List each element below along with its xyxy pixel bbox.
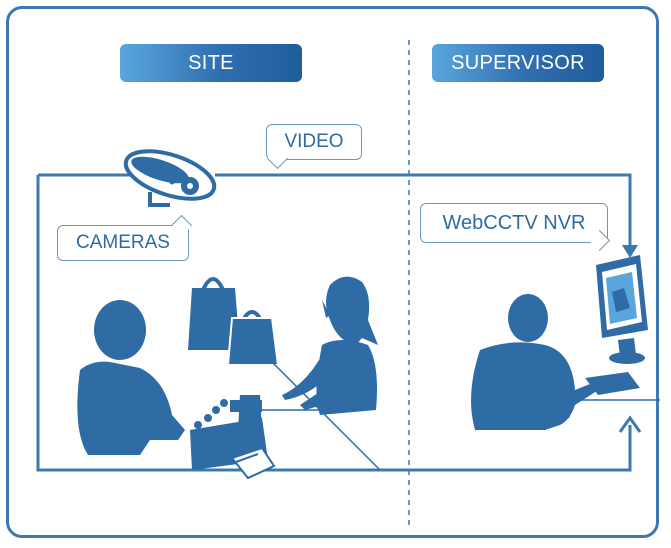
video-callout-label: VIDEO [284,131,344,152]
supervisor-person-icon [471,294,603,430]
security-camera-icon [123,149,217,207]
arrow-down-icon [622,245,638,258]
shopping-bag-icon [188,277,280,366]
nvr-callout: WebCCTV NVR [420,203,608,243]
keyboard-icon [585,372,640,395]
nvr-monitor-icon [596,255,648,364]
cashier-person-icon [282,276,378,415]
arrow-up-icon [618,415,642,433]
counter-line [269,359,381,471]
video-return-line [36,175,632,472]
cameras-callout-label: CAMERAS [76,232,170,253]
supervisor-label: SUPERVISOR [432,44,604,82]
cameras-callout: CAMERAS [57,225,189,261]
site-label: SITE [120,44,302,82]
nvr-callout-label: WebCCTV NVR [442,211,586,234]
cash-register-icon [190,395,276,480]
customer-person-icon [77,300,185,455]
video-feed-line [215,173,632,250]
